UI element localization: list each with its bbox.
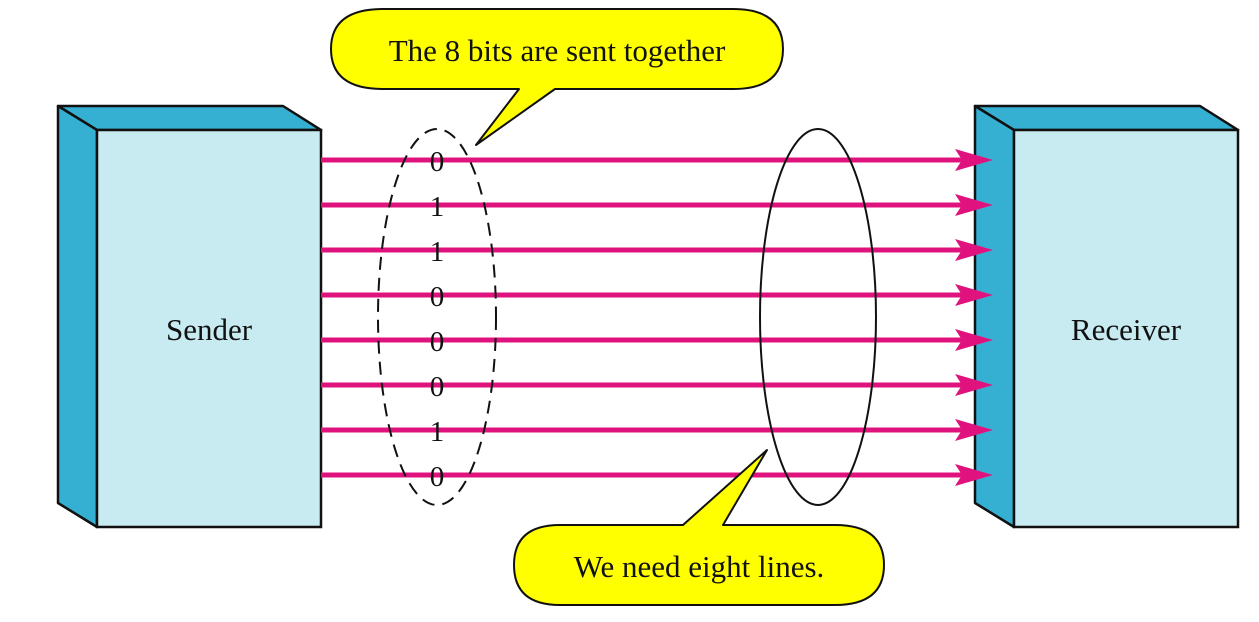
bit-3: 1 — [430, 236, 445, 268]
sender-box: Sender — [56, 104, 323, 529]
line-2 — [321, 194, 993, 216]
sender-label: Sender — [166, 312, 253, 347]
arrowhead-icon — [955, 374, 993, 396]
receiver-box: Receiver — [973, 104, 1240, 529]
callout-bubble — [513, 449, 885, 606]
callout-text-bottom: We need eight lines. — [574, 549, 825, 584]
arrowhead-icon — [955, 194, 993, 216]
bottom-callout: We need eight lines. — [513, 449, 885, 606]
sender-top-face — [56, 104, 323, 132]
sender-side-face — [56, 104, 99, 529]
lines-group-ellipse — [759, 128, 877, 506]
receiver-side-face — [973, 104, 1016, 529]
line-6 — [321, 374, 993, 396]
bit-6: 0 — [430, 371, 445, 403]
callout-bubble — [330, 8, 784, 146]
callout-text-top: The 8 bits are sent together — [389, 33, 726, 68]
bit-8: 0 — [430, 461, 445, 493]
arrowhead-icon — [955, 464, 993, 486]
line-1 — [321, 149, 993, 171]
sender-front-face — [95, 128, 323, 529]
transmission-lines — [321, 149, 993, 486]
bit-7: 1 — [430, 416, 445, 448]
line-5 — [321, 329, 993, 351]
receiver-front-face — [1012, 128, 1240, 529]
bit-group-dashed-ellipse — [377, 128, 497, 506]
arrowhead-icon — [955, 419, 993, 441]
line-7 — [321, 419, 993, 441]
line-4 — [321, 284, 993, 306]
bit-2: 1 — [430, 191, 445, 223]
arrowhead-icon — [955, 284, 993, 306]
bit-4: 0 — [430, 281, 445, 313]
arrowhead-icon — [955, 329, 993, 351]
top-callout: The 8 bits are sent together — [330, 8, 784, 146]
receiver-top-face — [973, 104, 1240, 132]
bit-5: 0 — [430, 326, 445, 358]
line-8 — [321, 464, 993, 486]
arrowhead-icon — [955, 239, 993, 261]
bit-1: 0 — [430, 146, 445, 178]
receiver-label: Receiver — [1071, 312, 1182, 347]
arrowhead-icon — [955, 149, 993, 171]
line-3 — [321, 239, 993, 261]
bit-values: 0 1 1 0 0 0 1 0 — [430, 146, 445, 493]
